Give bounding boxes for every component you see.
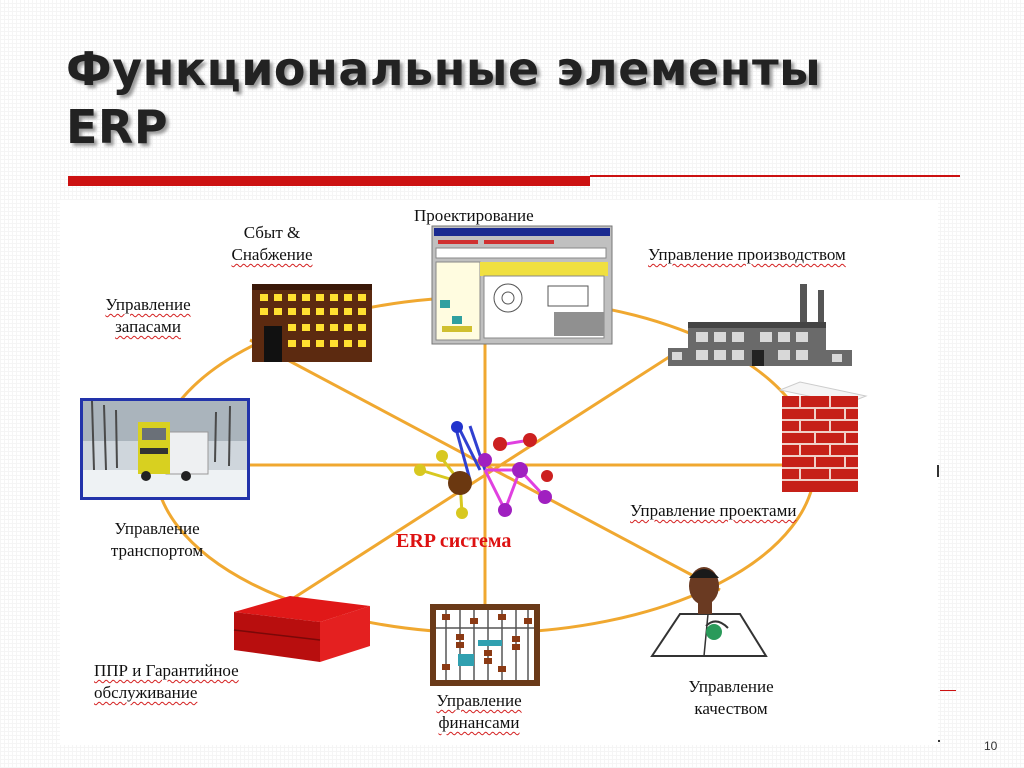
label-quality: Управление качеством [664,676,798,720]
brick-wall-icon [778,381,868,492]
label-projects: Управление проектами [630,500,796,522]
label-sales-line1: Сбыт & [243,223,301,242]
abacus-icon [430,604,540,686]
erp-molecule-icon [414,421,553,519]
erp-system-label: ERP система [396,530,512,552]
edge-tick-1 [937,465,939,477]
cad-screenshot-icon [431,225,613,345]
slide-title-line2: ERP [66,100,169,154]
label-transport-line2: транспортом [110,541,204,560]
edge-tick-2 [940,690,956,691]
label-design: Проектирование [414,205,534,227]
label-inventory-line1: Управление [105,295,191,314]
label-finance-line1: Управление [436,691,522,710]
factory-icon [668,284,852,366]
label-transport: Управление транспортом [90,518,224,562]
title-underline-thin [590,175,960,177]
label-production: Управление производством [648,244,846,266]
truck-photo-icon [80,398,250,500]
spoke-diag-2 [274,348,681,612]
label-inventory: Управление запасами [84,294,212,338]
label-finance: Управление финансами [414,690,544,734]
label-finance-line2: финансами [438,713,520,732]
edge-tick-3 [938,740,940,742]
label-design-line1: Проектирование [414,206,534,225]
title-underline-red [68,176,590,186]
slide-title-line1: Функциональные элементы [66,42,822,96]
label-projects-line1: Управление проектами [630,501,797,520]
label-inventory-line2: запасами [115,317,181,336]
label-maintenance: ППР и Гарантийное обслуживание [94,660,239,704]
label-transport-line1: Управление [114,519,200,538]
red-shed-icon [233,596,370,662]
label-maintenance-line1: ППР и Гарантийное [94,661,239,680]
page-number: 10 [984,739,998,753]
label-production-line1: Управление производством [648,245,846,264]
label-maintenance-line2: обслуживание [94,683,198,702]
label-quality-line2: качеством [694,699,768,718]
building-icon [252,284,372,362]
label-sales-line2: Снабжение [231,245,313,264]
label-quality-line1: Управление [688,677,774,696]
doctor-icon [650,567,768,657]
label-sales: Сбыт & Снабжение [216,222,328,266]
slide-title: Функциональные элементы ERP [66,40,946,156]
